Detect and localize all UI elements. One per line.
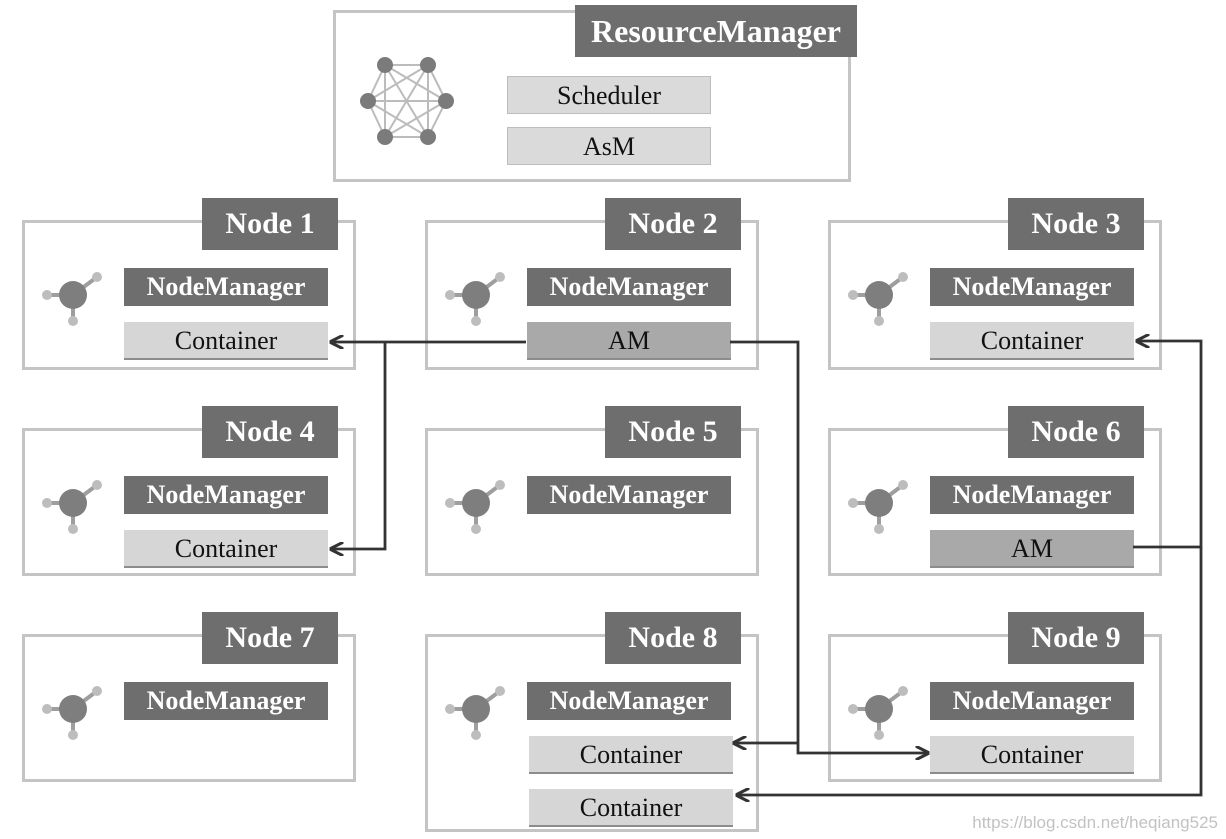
node-molecule-icon [442, 265, 508, 334]
node-6-am: AM [930, 530, 1134, 568]
node-9-nodemanager: NodeManager [930, 682, 1134, 720]
asm-component: AsM [507, 127, 711, 165]
resource-manager-title: ResourceManager [575, 5, 857, 57]
node-8-title: Node 8 [605, 612, 741, 664]
node-4-container: Container [124, 530, 328, 568]
node-7-title: Node 7 [202, 612, 338, 664]
node-2-nodemanager: NodeManager [527, 268, 731, 306]
node-8-container-1: Container [529, 736, 733, 774]
node-8-container-2: Container [529, 789, 733, 827]
node-molecule-icon [845, 265, 911, 334]
node-1-nodemanager: NodeManager [124, 268, 328, 306]
node-molecule-icon [442, 473, 508, 542]
node-5-panel: NodeManager [425, 428, 759, 576]
scheduler-component: Scheduler [507, 76, 711, 114]
node-3-container: Container [930, 322, 1134, 360]
node-molecule-icon [39, 265, 105, 334]
wire-node2-am-to-node8-node9 [730, 340, 928, 753]
network-graph-icon [360, 57, 454, 145]
node-6-nodemanager: NodeManager [930, 476, 1134, 514]
node-5-nodemanager: NodeManager [527, 476, 731, 514]
node-1-container: Container [124, 322, 328, 360]
node-2-title: Node 2 [605, 198, 741, 250]
node-2-am: AM [527, 322, 731, 360]
node-7-panel: NodeManager [22, 634, 356, 782]
node-9-container: Container [930, 736, 1134, 774]
node-5-title: Node 5 [605, 406, 741, 458]
wire-node6-am-to-node8-container-2 [737, 547, 1203, 795]
wire-node2-to-node4-container [331, 342, 387, 549]
node-4-title: Node 4 [202, 406, 338, 458]
node-9-title: Node 9 [1008, 612, 1144, 664]
node-3-nodemanager: NodeManager [930, 268, 1134, 306]
node-molecule-icon [39, 473, 105, 542]
node-4-nodemanager: NodeManager [124, 476, 328, 514]
node-8-nodemanager: NodeManager [527, 682, 731, 720]
node-3-title: Node 3 [1008, 198, 1144, 250]
watermark: https://blog.csdn.net/heqiang525 [972, 813, 1218, 832]
node-1-title: Node 1 [202, 198, 338, 250]
node-molecule-icon [845, 679, 911, 748]
node-molecule-icon [845, 473, 911, 542]
node-7-nodemanager: NodeManager [124, 682, 328, 720]
wire-node6-am-to-node3-container [1133, 341, 1203, 549]
node-molecule-icon [39, 679, 105, 748]
node-molecule-icon [442, 679, 508, 748]
node-6-title: Node 6 [1008, 406, 1144, 458]
